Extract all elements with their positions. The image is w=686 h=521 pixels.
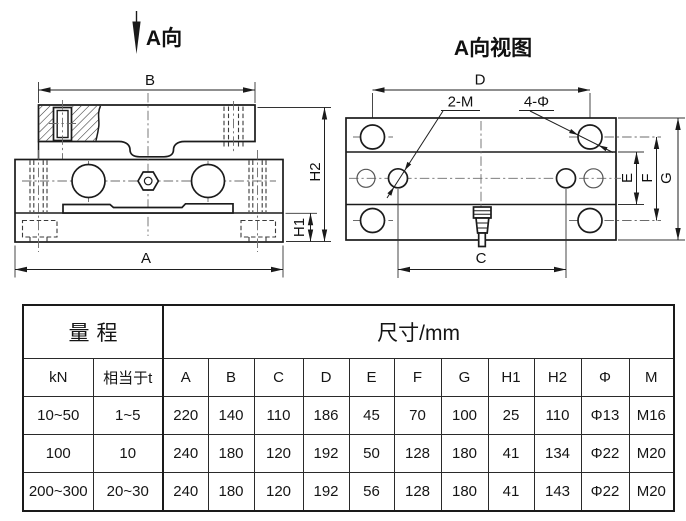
table-cell: 180 [207, 434, 255, 473]
table-cell: 1~5 [92, 396, 164, 435]
table-cell: 180 [440, 472, 489, 512]
column-header: H1 [487, 358, 535, 397]
table-cell: M20 [628, 434, 675, 473]
dim-label-d: D [475, 72, 486, 89]
dim-label-e: E [619, 173, 636, 183]
table-header-row: 量程 尺寸/mm [22, 304, 675, 359]
table-cell: 120 [253, 434, 304, 473]
thread-hole [387, 167, 409, 189]
table-cell: 186 [302, 396, 350, 435]
table-cell: 100 [22, 434, 94, 473]
table-cell: 180 [207, 472, 255, 512]
dim-label-c: C [476, 250, 487, 267]
range-header: 量程 [22, 304, 164, 359]
table-cell: 25 [487, 396, 535, 435]
column-header: H2 [533, 358, 582, 397]
table-cell: 110 [253, 396, 304, 435]
view-direction-label: A向 [146, 26, 182, 50]
right-bore [190, 163, 226, 199]
table-cell: 128 [393, 434, 442, 473]
table-cell: 41 [487, 472, 535, 512]
table-cell: 10 [92, 434, 164, 473]
left-bore [71, 163, 106, 199]
column-header: C [253, 358, 304, 397]
thread-hole [555, 167, 577, 189]
hole-callout-label: 4-Φ [524, 94, 549, 111]
table-cell: M16 [628, 396, 675, 435]
size-header: 尺寸/mm [162, 304, 675, 359]
table-cell: 120 [253, 472, 304, 512]
view-direction-arrow [132, 21, 141, 54]
hex-nut [137, 171, 160, 191]
table-cell: 56 [348, 472, 395, 512]
table-cell: 200~300 [22, 472, 94, 512]
mounting-plate [62, 202, 234, 214]
thread-callout-label: 2-M [448, 94, 474, 111]
dim-label-g: G [658, 172, 675, 184]
column-header: M [628, 358, 675, 397]
column-header: Φ [580, 358, 630, 397]
column-header: A [162, 358, 209, 397]
column-header: B [207, 358, 255, 397]
cable-connector [472, 206, 492, 248]
table-cell: 45 [348, 396, 395, 435]
table-cell: 134 [533, 434, 582, 473]
table-cell: 220 [162, 396, 209, 435]
dim-label-b: B [145, 72, 155, 89]
table-cell: 143 [533, 472, 582, 512]
table-cell: Φ13 [580, 396, 630, 435]
top-view: A向视图 D 2-M 4-Φ [345, 36, 685, 278]
column-header: E [348, 358, 395, 397]
table-cell: M20 [628, 472, 675, 512]
side-view: A向 B [14, 11, 331, 278]
table-cell: 128 [393, 472, 442, 512]
column-header: G [440, 358, 489, 397]
table-cell: 20~30 [92, 472, 164, 512]
table-cell: 41 [487, 434, 535, 473]
table-cell: Φ22 [580, 472, 630, 512]
table-cell: 180 [440, 434, 489, 473]
table-cell: 240 [162, 434, 209, 473]
table-cell: 50 [348, 434, 395, 473]
dim-label-h1: H1 [291, 218, 308, 237]
table-cell: Φ22 [580, 434, 630, 473]
left-boss [356, 168, 376, 188]
column-header: 相当于t [92, 358, 164, 397]
table-cell: 100 [440, 396, 489, 435]
dim-label-f: F [639, 173, 656, 182]
table-cell: 140 [207, 396, 255, 435]
corner-hole [359, 207, 386, 234]
table-cell: 192 [302, 472, 350, 512]
dim-label-a: A [141, 250, 151, 267]
corner-hole [577, 124, 603, 150]
corner-hole [577, 207, 603, 234]
dim-label-h2: H2 [307, 162, 324, 181]
column-header: D [302, 358, 350, 397]
column-header: kN [22, 358, 94, 397]
table-cell: 10~50 [22, 396, 94, 435]
table-cell: 192 [302, 434, 350, 473]
right-boss [583, 168, 604, 189]
table-cell: 240 [162, 472, 209, 512]
corner-hole [359, 124, 386, 150]
top-view-title: A向视图 [454, 36, 532, 60]
table-cell: 70 [393, 396, 442, 435]
table-cell: 110 [533, 396, 582, 435]
technical-drawing: A向 B [14, 11, 685, 278]
column-header: F [393, 358, 442, 397]
